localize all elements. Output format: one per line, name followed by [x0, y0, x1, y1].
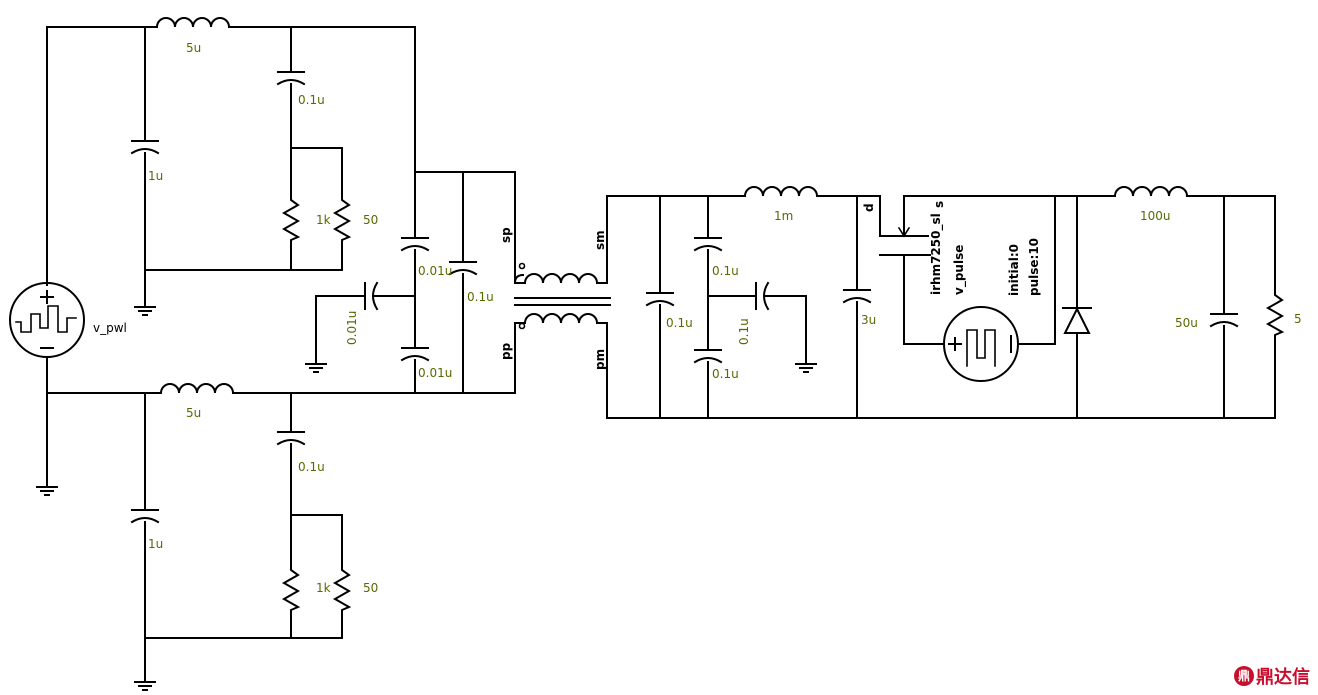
- label-top-r2: 50: [363, 213, 378, 227]
- cap-primary-top-0.01u: [401, 237, 429, 251]
- label-sec-cgnd: 0.1u: [737, 318, 751, 345]
- label-primary-cgnd: 0.01u: [345, 311, 359, 345]
- inductor-output-100u: [1114, 186, 1188, 197]
- inductor-secondary-1m: [744, 186, 818, 197]
- mosfet-switch: [879, 195, 1056, 345]
- label-mosfet-model: irhm7250_sl: [929, 213, 944, 295]
- secondary: [606, 186, 1276, 419]
- watermark-text: 鼎达信: [1256, 667, 1310, 688]
- dot-marker-top: [518, 262, 526, 270]
- cap-bottom-series-0.1u: [277, 431, 305, 445]
- pin-d: d: [862, 203, 876, 212]
- label-top-l: 5u: [186, 41, 201, 55]
- inductor-top-5u: [156, 17, 230, 28]
- label-primary-cbottom: 0.01u: [418, 366, 452, 380]
- label-sec-cbottom: 0.1u: [712, 367, 739, 381]
- cap-primary-across-0.1u: [449, 261, 477, 275]
- label-gate-param-initial: initial:0: [1007, 244, 1021, 296]
- label-out-r: 5: [1294, 312, 1302, 326]
- ground-secondary: [795, 351, 817, 373]
- pin-sm: sm: [593, 230, 607, 250]
- input-source: [9, 282, 85, 394]
- label-bottom-l: 5u: [186, 406, 201, 420]
- pin-pm: pm: [593, 349, 607, 370]
- cap-secondary-across-0.1u: [646, 292, 674, 306]
- label-sec-cbulk: 3u: [861, 313, 876, 327]
- cap-bottom-1u: [131, 509, 159, 523]
- label-primary-cacross: 0.1u: [467, 290, 494, 304]
- label-top-cseries: 0.1u: [298, 93, 325, 107]
- output-stage: [1054, 186, 1283, 419]
- label-top-r1: 1k: [316, 213, 331, 227]
- label-bottom-cseries: 0.1u: [298, 460, 325, 474]
- label-primary-ctop: 0.01u: [418, 264, 452, 278]
- primary-caps: [305, 171, 516, 394]
- pin-pp: pp: [499, 342, 513, 360]
- cap-top-series-0.1u: [277, 71, 305, 85]
- cap-top-1u: [131, 140, 159, 154]
- ground-source: [36, 474, 58, 496]
- freewheel-diode: [1063, 306, 1091, 334]
- watermark-seal-icon: 鼎: [1234, 666, 1254, 686]
- label-bottom-cshunt: 1u: [148, 537, 163, 551]
- pin-sp: sp: [499, 227, 513, 243]
- resistor-top-50: [334, 194, 350, 246]
- pulse-waveform-icon: [966, 329, 996, 367]
- label-bottom-r1: 1k: [316, 581, 331, 595]
- label-bottom-r2: 50: [363, 581, 378, 595]
- inductor-bottom-5u: [160, 383, 234, 394]
- bottom-filter: [36, 383, 516, 691]
- dot-marker-bottom: [518, 322, 526, 330]
- cap-primary-bottom-0.01u: [401, 347, 429, 361]
- cap-secondary-top-0.1u: [694, 237, 722, 251]
- pin-s: s: [932, 201, 946, 208]
- pulse-source: [943, 306, 1019, 382]
- label-sec-cacross: 0.1u: [666, 316, 693, 330]
- label-out-c: 50u: [1175, 316, 1198, 330]
- label-gate-param-pulse: pulse:10: [1027, 238, 1041, 296]
- label-vpwl: v_pwl: [93, 321, 127, 335]
- cap-secondary-bottom-0.1u: [694, 349, 722, 363]
- label-top-cshunt: 1u: [148, 169, 163, 183]
- resistor-load-5: [1267, 289, 1283, 341]
- pwl-waveform-icon: [15, 305, 77, 333]
- resistor-bottom-50: [334, 564, 350, 616]
- ground-bottom-filter: [134, 669, 156, 691]
- label-sec-l: 1m: [774, 209, 793, 223]
- ground-primary: [305, 351, 327, 373]
- cap-bulk-3u: [843, 289, 871, 303]
- mosfet-arrow-icon: [897, 226, 911, 238]
- label-sec-ctop: 0.1u: [712, 264, 739, 278]
- label-out-l: 100u: [1140, 209, 1171, 223]
- watermark-logo: 鼎 鼎达信: [1234, 663, 1310, 689]
- cap-output-50u: [1210, 313, 1238, 327]
- resistor-top-1k: [283, 194, 299, 246]
- resistor-bottom-1k: [283, 564, 299, 616]
- transformer: [513, 195, 611, 419]
- top-filter: [46, 17, 416, 316]
- ground-top-filter: [134, 294, 156, 316]
- label-vpulse: v_pulse: [952, 245, 967, 295]
